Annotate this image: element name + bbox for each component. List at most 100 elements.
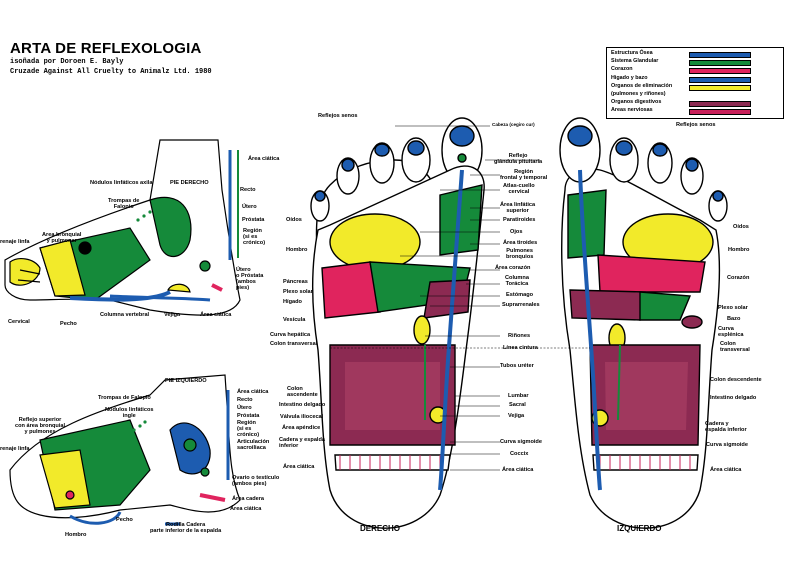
label-coccix: Coccix	[510, 451, 529, 457]
label-region-cronico-2: Región (si es crónico)	[237, 420, 260, 438]
label-utero-prostata: Útero o Próstata (ambos pies)	[236, 267, 264, 291]
label-reflejo-superior: Reflejo superior con área bronquial y pu…	[15, 417, 66, 435]
label-pecho: Pecho	[60, 321, 77, 327]
label-nodulos-ingle: Nódulos linfáticos ingle	[105, 407, 154, 419]
legend-label: Estructura Ósea	[611, 50, 653, 56]
label-vejiga-center: Vejiga	[508, 413, 525, 419]
label-cabeza: Cabeza (cegiro cur)	[492, 122, 535, 127]
label-suprarrenales: Suprarrenales	[502, 302, 540, 308]
title-pie-derecho: PIE DERECHO	[170, 180, 209, 186]
label-rodilla-cadera: Rodilla Cadera parte inferior de la espa…	[150, 522, 222, 534]
side-foot-left	[9, 374, 241, 526]
label-area-apendice: Área apéndice	[282, 425, 321, 431]
label-nodulos-axila: Nódulos linfáticos axila	[90, 180, 153, 186]
label-columna-vertebral: Columna vertebral	[100, 312, 150, 318]
label-estomago: Estómago	[506, 292, 534, 298]
label-lumbar: Lumbar	[508, 393, 529, 399]
label-area-cadera: Área cadera	[232, 496, 265, 502]
label-curva-sigmoide-i: Curva sigmoide	[706, 442, 748, 448]
label-intestino-delgado-i: Intestino delgado	[710, 395, 757, 401]
label-trompas-falopio-2: Trompas de Falopio	[98, 395, 151, 401]
side-foot-right	[4, 139, 241, 316]
label-paratiroides: Paratiroides	[503, 217, 536, 223]
credit-author: isoñada por Doroen E. Bayly	[10, 58, 124, 66]
label-reflejos-senos-d: Reflejos senos	[318, 113, 358, 119]
label-plexo-solar-i: Plexo solar	[718, 305, 748, 311]
label-cadera-espalda-d: Cadera y espalda inferior	[279, 437, 326, 449]
label-hombro-i: Hombro	[728, 247, 750, 253]
label-ojos: Ojos	[510, 229, 523, 235]
label-utero-2: Útero	[237, 405, 252, 411]
leader-lines	[330, 125, 590, 471]
page-title: ARTA DE REFLEXOLOGIA	[10, 40, 202, 57]
label-area-ciatica-i: Área ciática	[710, 467, 742, 473]
legend-label: Organos de eliminación	[611, 82, 673, 89]
legend-item: (pulmones y riñones)	[611, 91, 781, 101]
legend-label: Sistema Glandular	[611, 58, 659, 65]
label-plexo-solar-d: Plexo solar	[283, 289, 313, 295]
legend-swatch	[689, 52, 751, 58]
label-area-ciatica-d: Área ciática	[283, 464, 315, 470]
title-derecho: DERECHO	[360, 524, 401, 533]
legend-swatch	[689, 101, 751, 108]
label-colon-transversal-d: Colon transversal	[270, 341, 318, 347]
label-pecho-2: Pecho	[116, 517, 133, 523]
label-hombro-d: Hombro	[286, 247, 308, 253]
label-prostata: Próstata	[242, 217, 265, 223]
label-area-tiroides: Área tiroides	[503, 240, 538, 246]
label-colon-descendente: Colon descendente	[710, 377, 762, 383]
legend-item: Sistema Glandular	[611, 58, 781, 68]
label-area-ciatica-bottom: Área ciática	[200, 312, 232, 318]
label-area-ciatica-center: Área ciática	[502, 467, 534, 473]
legend-label: Higado y bazo	[611, 74, 648, 81]
legend-item: Higado y bazo	[611, 74, 781, 85]
label-articulacion-sacroiliaca: Articulación sacroiliaca	[237, 439, 270, 451]
legend-label: Areas nerviosas	[611, 107, 653, 114]
label-utero: Útero	[242, 204, 257, 210]
label-atlas-cuello: Atlas-cuello cervical	[503, 183, 535, 195]
legend-swatch	[689, 109, 751, 116]
label-colon-ascendente: Colon ascendente	[287, 386, 318, 398]
legend-swatch	[689, 76, 751, 83]
label-valvula-iliocecal: Válvula iliocecal	[280, 414, 324, 420]
label-area-ciatica-2: Área ciática	[237, 389, 269, 395]
label-linea-cintura: Línea cintura	[503, 345, 538, 351]
label-area-ciatica-3: Área ciática	[230, 506, 262, 512]
label-curva-esplenica: Curva esplénica	[718, 326, 744, 338]
label-colon-transversal-i: Colon transversal	[720, 341, 750, 353]
legend-item: Organos digestivos	[611, 99, 781, 109]
label-corazon: Corazón	[727, 275, 750, 281]
label-curva-hepatica: Curva hepática	[270, 332, 311, 338]
label-area-ciatica-top: Área ciática	[248, 156, 280, 162]
label-vejiga: Vejiga	[164, 312, 181, 318]
legend-label: Corazon	[611, 66, 633, 73]
legend-swatch	[689, 84, 751, 91]
label-reflejos-senos-i: Reflejos senos	[676, 122, 716, 128]
label-prostata-2: Próstata	[237, 413, 260, 419]
label-oidos-d: Oídos	[286, 217, 302, 223]
label-cadera-espalda-i: Cadera y espalda inferior	[705, 421, 747, 433]
label-oidos-i: Oídos	[733, 224, 749, 230]
sole-derecho	[310, 117, 485, 529]
label-area-linfatica: Área linfática superior	[500, 202, 536, 214]
label-drenaje-linfa: renaje linfa	[0, 239, 30, 245]
label-higado: Hígado	[283, 299, 302, 305]
label-area-corazon: Área corazón	[495, 265, 531, 271]
label-region-cronico: Región (si es crónico)	[243, 228, 266, 246]
label-cervical: Cervical	[8, 319, 30, 325]
sole-izquierdo	[559, 117, 728, 529]
label-curva-sigmoide-c: Curva sigmoide	[500, 439, 542, 445]
title-izquierdo: IZQUIERDO	[617, 524, 662, 533]
label-bazo: Bazo	[727, 316, 741, 322]
legend-item: Areas nerviosas	[611, 107, 781, 117]
legend-swatch	[689, 60, 751, 67]
label-pituitaria: Reflejo glándula pituitaria	[494, 153, 543, 165]
legend-item: Corazon	[611, 66, 781, 76]
title-pie-izquierdo: PIE IZQUIERDO	[165, 378, 207, 384]
label-columna-toracica: Columna Torácica	[505, 275, 529, 287]
label-recto: Recto	[240, 187, 256, 193]
label-trompas-falopio: Trompas de Falopio	[108, 198, 140, 210]
